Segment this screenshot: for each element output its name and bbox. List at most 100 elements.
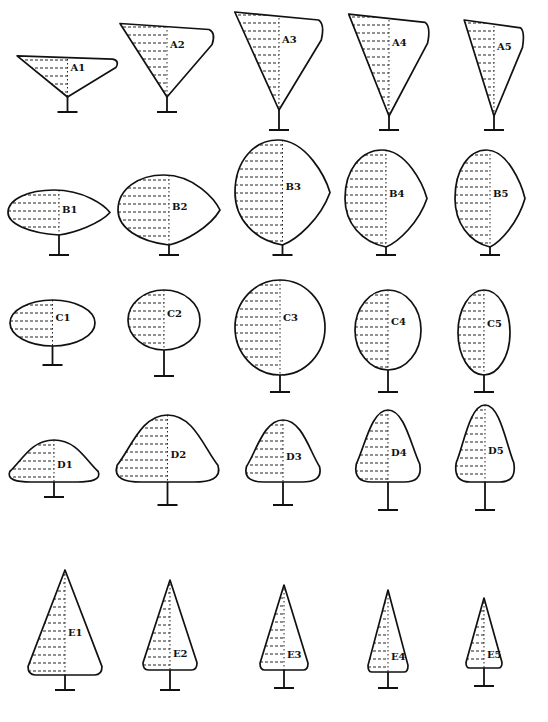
center-axis [167,415,168,482]
hatch-line [455,450,485,451]
ground-base [484,129,504,131]
hatch-line [10,329,53,330]
ground-base [474,391,494,393]
crown-outline [355,290,421,370]
tree-crown: E2 [143,580,197,670]
hatch-line [458,319,484,320]
hatch-line [8,227,59,228]
center-axis [280,280,281,375]
hatch-line [143,601,170,602]
hatch-line [143,641,170,642]
ground-base [49,254,69,256]
hatch-line [235,349,280,350]
ground-base [55,689,75,691]
hatch-line [235,293,280,294]
shape-label: A1 [71,63,86,73]
shape-label: A3 [282,35,297,45]
trunk [166,97,168,112]
ground-base [475,509,495,511]
hatch-line [347,89,389,90]
hatch-line [143,609,170,610]
ground-base [378,687,398,689]
hatch-line [235,357,280,358]
hatch-line [233,71,279,72]
center-axis [283,420,284,482]
hatch-line [463,95,494,96]
hatch-line [368,619,388,620]
trunk [58,235,60,255]
hatch-line [463,55,494,56]
shape-label: E2 [173,649,188,659]
shape-label: E1 [68,628,83,638]
tree-crown: D5 [455,405,515,482]
hatch-line [8,469,54,470]
hatch-line [260,638,284,639]
hatch-line [15,84,68,85]
hatch-line [28,591,65,592]
center-axis [169,175,170,245]
trunk [387,370,389,392]
hatch-line [118,212,169,213]
hatch-line [8,219,59,220]
hatch-line [235,209,283,210]
trunk [279,375,281,392]
hatch-line [235,325,280,326]
crown-outline [464,20,523,116]
hatch-line [128,327,164,328]
hatch-line [118,204,169,205]
center-axis [386,150,387,247]
hatch-line [458,359,484,360]
shape-label: B3 [286,182,301,192]
trunk [385,247,387,255]
ground-base [378,509,398,511]
crown-outline [345,150,427,247]
crown-outline [246,420,320,482]
ground-base [44,496,64,498]
crown-outline [235,280,325,375]
shape-label: D4 [391,448,407,458]
ground-base [480,254,500,256]
tree-crown: B2 [118,175,220,245]
hatch-line [455,227,490,228]
hatch-line [455,163,490,164]
center-axis [167,22,168,97]
ground-base [379,129,399,131]
ground-base [474,685,494,687]
hatch-line [368,659,388,660]
hatch-line [368,667,388,668]
tree-crown: B4 [345,150,427,247]
hatch-line [28,655,65,656]
hatch-line [28,631,65,632]
ground-base [58,111,78,113]
hatch-line [118,83,167,84]
hatch-line [463,79,494,80]
hatch-line [143,633,170,634]
hatch-line [347,73,389,74]
hatch-line [347,33,389,34]
hatch-line [455,243,490,244]
hatch-line [28,663,65,664]
shape-label: D2 [171,450,187,460]
hatch-line [235,193,283,194]
crown-outline [356,410,420,482]
hatch-line [235,225,283,226]
shape-label: C1 [56,313,71,323]
ground-base [273,504,293,506]
center-axis [282,140,283,245]
hatch-line [115,452,168,453]
ground-base [158,504,178,506]
crown-outline [368,590,408,672]
hatch-line [118,236,169,237]
tree-crown: D1 [8,440,100,482]
tree-crown: C5 [458,290,510,375]
hatch-line [347,113,389,114]
center-axis [490,150,491,247]
hatch-line [245,425,283,426]
crown-outline [260,585,308,670]
hatch-line [260,646,284,647]
hatch-line [8,203,59,204]
shape-label: B1 [62,205,77,215]
center-axis [494,18,495,116]
tree-crown: A1 [15,55,120,97]
crown-outline [17,56,117,97]
